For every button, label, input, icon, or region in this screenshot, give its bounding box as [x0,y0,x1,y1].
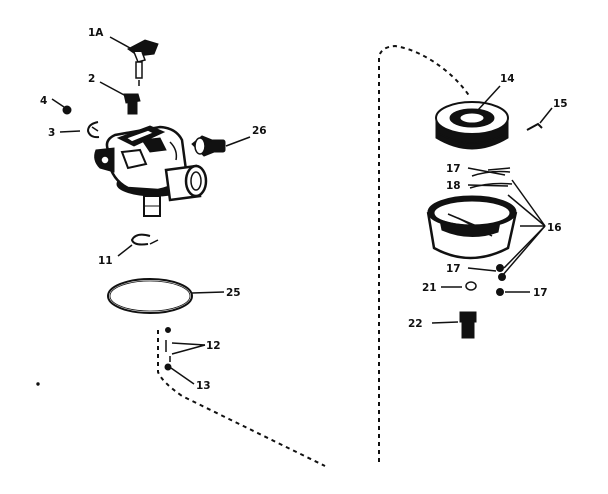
part-11-clip [117,233,159,257]
part-17-18-needle-spring [467,167,513,189]
part-15-clip [526,107,553,131]
callout-26: 26 [252,125,267,137]
callout-17-mid: 17 [446,263,461,275]
part-3-clip [59,121,100,139]
callout-12: 12 [206,340,221,352]
part-22-bolt [431,311,477,339]
part-26-fitting [191,135,251,157]
dashed-connector-left [157,330,326,467]
callout-25: 25 [226,287,241,299]
part-16-float-bowl [426,195,518,260]
part-2-screw [99,81,141,115]
part-4-ball [51,98,72,115]
part-21-washer [441,281,477,291]
callout-16: 16 [547,222,562,234]
callout-17-top: 17 [446,163,461,175]
callout-1a: 1A [88,27,104,39]
stray-mark [36,382,40,386]
leader-1a [109,36,131,49]
callout-18: 18 [446,180,461,192]
callout-22: 22 [408,318,423,330]
callout-2: 2 [88,73,95,85]
part-carburetor-body [94,125,208,217]
callout-3: 3 [48,127,55,139]
part-17-washers [467,264,530,296]
callout-15: 15 [553,98,568,110]
part-12-pins [165,327,206,362]
callout-13: 13 [196,380,211,392]
part-1a-float-tab [127,39,159,86]
leaders-16 [501,179,546,277]
callout-14: 14 [500,73,515,85]
part-25-gasket [107,278,225,314]
part-13-pin [164,363,195,385]
callout-11: 11 [98,255,113,267]
callout-4: 4 [40,95,47,107]
callout-17-right: 17 [533,287,548,299]
dashed-connector-right [378,44,471,462]
callout-21: 21 [422,282,437,294]
part-14-float-ring [435,85,509,150]
